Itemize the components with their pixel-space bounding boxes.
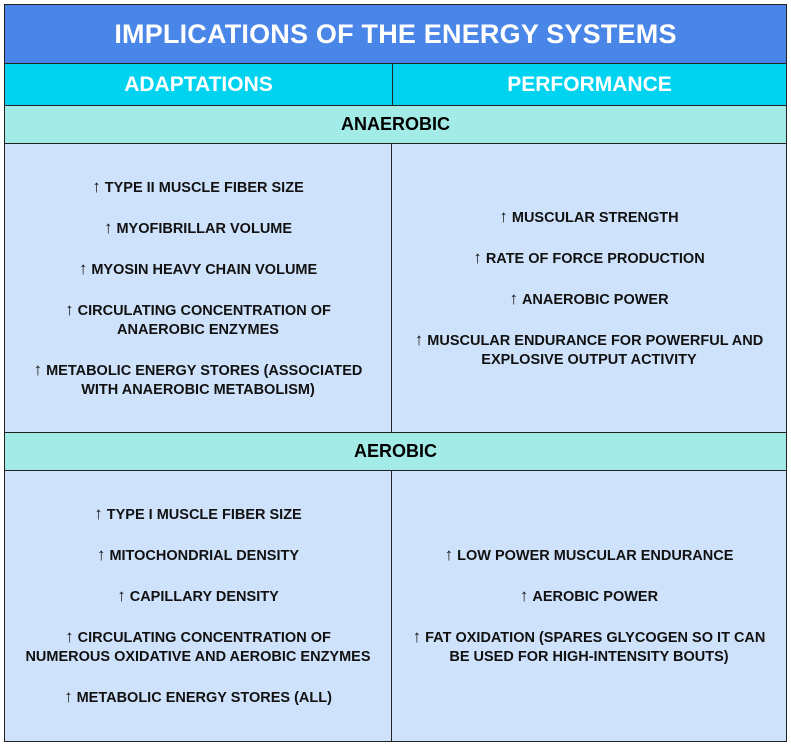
list-item-label: LOW POWER MUSCULAR ENDURANCE: [457, 548, 734, 564]
increase-arrow-icon: ↑: [499, 206, 508, 226]
section-body-anaerobic: ↑TYPE II MUSCLE FIBER SIZE↑MYOFIBRILLAR …: [5, 144, 786, 433]
aerobic-adaptations-cell: ↑TYPE I MUSCLE FIBER SIZE↑MITOCHONDRIAL …: [5, 471, 392, 741]
anaerobic-adaptations-cell: ↑TYPE II MUSCLE FIBER SIZE↑MYOFIBRILLAR …: [5, 144, 392, 432]
increase-arrow-icon: ↑: [519, 586, 529, 605]
increase-arrow-icon: ↑: [92, 176, 101, 196]
column-headers: ADAPTATIONS PERFORMANCE: [5, 64, 786, 106]
list-item: ↑MYOSIN HEAVY CHAIN VOLUME: [79, 259, 317, 280]
list-item-label: RATE OF FORCE PRODUCTION: [485, 250, 705, 267]
list-item: ↑MUSCULAR ENDURANCE FOR POWERFUL AND EXP…: [410, 330, 768, 370]
list-item: ↑MUSCULAR STRENGTH: [499, 207, 678, 228]
list-item-label: FAT OXIDATION (SPARES GLYCOGEN SO IT CAN…: [425, 630, 766, 665]
increase-arrow-icon: ↑: [94, 504, 103, 523]
section-header-aerobic: AEROBIC: [5, 433, 786, 471]
increase-arrow-icon: ↑: [444, 545, 454, 564]
list-item: ↑METABOLIC ENERGY STORES (ALL): [64, 687, 332, 708]
list-item-label: CIRCULATING CONCENTRATION OF ANAEROBIC E…: [77, 302, 331, 338]
section-body-aerobic: ↑TYPE I MUSCLE FIBER SIZE↑MITOCHONDRIAL …: [5, 471, 786, 741]
list-item-label: MYOSIN HEAVY CHAIN VOLUME: [91, 261, 318, 278]
list-item: ↑TYPE II MUSCLE FIBER SIZE: [92, 177, 304, 198]
increase-arrow-icon: ↑: [412, 627, 422, 646]
table-title: IMPLICATIONS OF THE ENERGY SYSTEMS: [5, 5, 786, 64]
list-item: ↑CIRCULATING CONCENTRATION OF ANAEROBIC …: [23, 300, 373, 340]
energy-systems-table: IMPLICATIONS OF THE ENERGY SYSTEMS ADAPT…: [4, 4, 787, 742]
list-item: ↑RATE OF FORCE PRODUCTION: [473, 248, 704, 269]
list-item-label: MYOFIBRILLAR VOLUME: [116, 220, 293, 237]
increase-arrow-icon: ↑: [117, 586, 126, 605]
list-item: ↑MITOCHONDRIAL DENSITY: [97, 545, 299, 566]
list-item-label: ANAEROBIC POWER: [521, 291, 669, 308]
list-item: ↑FAT OXIDATION (SPARES GLYCOGEN SO IT CA…: [410, 627, 768, 667]
list-item-label: MITOCHONDRIAL DENSITY: [109, 548, 300, 564]
increase-arrow-icon: ↑: [509, 288, 518, 308]
list-item-label: MUSCULAR STRENGTH: [511, 209, 679, 226]
increase-arrow-icon: ↑: [33, 359, 43, 379]
list-item-label: METABOLIC ENERGY STORES (ASSOCIATED WITH…: [46, 362, 363, 398]
list-item-label: METABOLIC ENERGY STORES (ALL): [76, 690, 332, 706]
aerobic-performance-cell: ↑LOW POWER MUSCULAR ENDURANCE↑AEROBIC PO…: [392, 471, 786, 741]
list-item: ↑CAPILLARY DENSITY: [117, 586, 279, 607]
increase-arrow-icon: ↑: [64, 687, 73, 706]
list-item: ↑ANAEROBIC POWER: [509, 289, 668, 310]
list-item-label: AEROBIC POWER: [532, 589, 659, 605]
increase-arrow-icon: ↑: [96, 545, 106, 564]
increase-arrow-icon: ↑: [103, 217, 113, 237]
list-item-label: CIRCULATING CONCENTRATION OF NUMEROUS OX…: [25, 630, 371, 665]
increase-arrow-icon: ↑: [414, 329, 424, 349]
list-item: ↑LOW POWER MUSCULAR ENDURANCE: [445, 545, 734, 566]
list-item-label: MUSCULAR ENDURANCE FOR POWERFUL AND EXPL…: [427, 332, 764, 368]
list-item: ↑METABOLIC ENERGY STORES (ASSOCIATED WIT…: [23, 360, 373, 400]
increase-arrow-icon: ↑: [65, 627, 74, 646]
list-item: ↑AEROBIC POWER: [520, 586, 658, 607]
column-header-performance: PERFORMANCE: [507, 72, 672, 96]
section-header-anaerobic: ANAEROBIC: [5, 106, 786, 144]
increase-arrow-icon: ↑: [473, 247, 482, 267]
list-item: ↑MYOFIBRILLAR VOLUME: [104, 218, 292, 239]
column-header-adaptations: ADAPTATIONS: [5, 64, 393, 105]
anaerobic-performance-cell: ↑MUSCULAR STRENGTH↑RATE OF FORCE PRODUCT…: [392, 144, 786, 432]
list-item-label: CAPILLARY DENSITY: [129, 589, 279, 605]
increase-arrow-icon: ↑: [65, 299, 74, 319]
increase-arrow-icon: ↑: [78, 258, 88, 278]
list-item-label: TYPE II MUSCLE FIBER SIZE: [104, 179, 304, 196]
list-item: ↑CIRCULATING CONCENTRATION OF NUMEROUS O…: [23, 627, 373, 667]
list-item: ↑TYPE I MUSCLE FIBER SIZE: [94, 504, 301, 525]
list-item-label: TYPE I MUSCLE FIBER SIZE: [106, 507, 302, 523]
